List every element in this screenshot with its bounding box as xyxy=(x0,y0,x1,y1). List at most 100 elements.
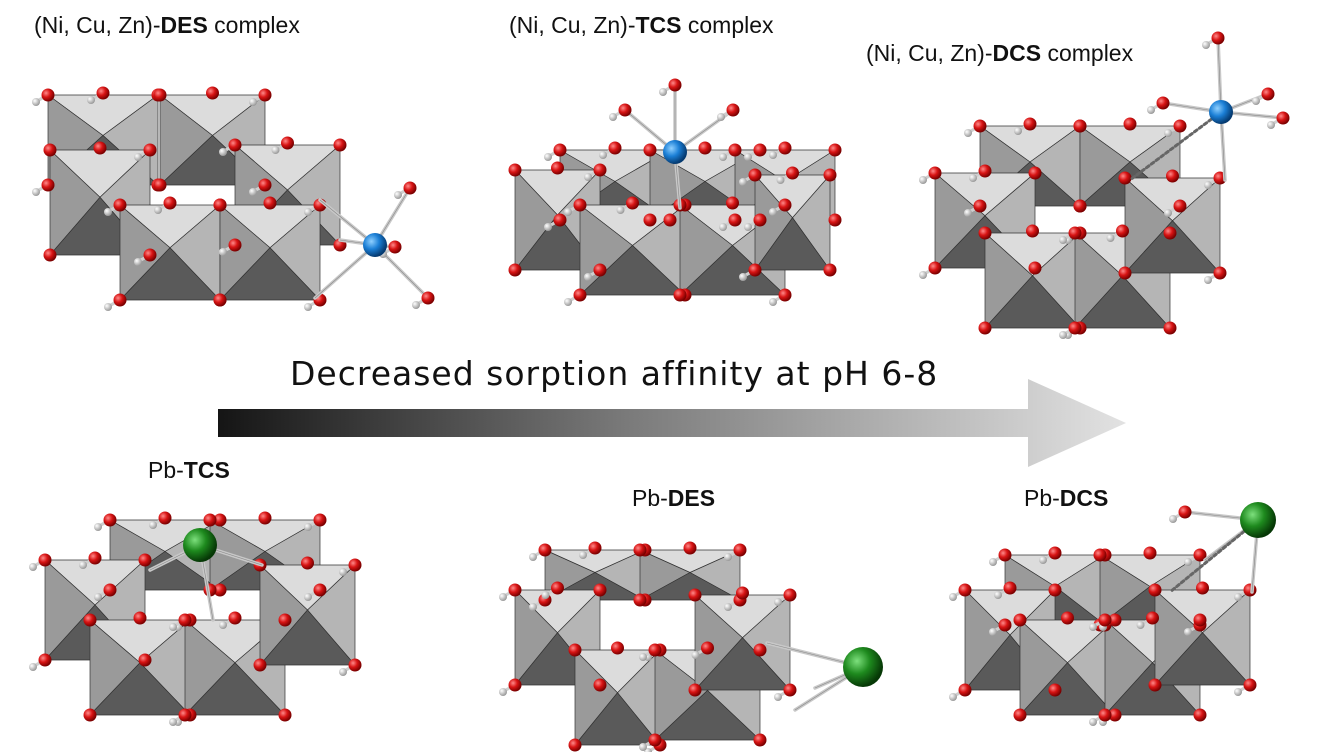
bond xyxy=(1128,110,1223,182)
oxygen-atom xyxy=(258,88,272,102)
hydrogen-atom xyxy=(1169,515,1177,523)
oxygen-atom xyxy=(138,653,152,667)
oxygen-atom xyxy=(83,613,97,627)
oxygen-atom xyxy=(38,553,52,567)
oxygen-atom xyxy=(688,588,702,602)
oxygen-atom xyxy=(958,583,972,597)
hydrogen-atom xyxy=(394,191,402,199)
oxygen-atom xyxy=(728,213,742,227)
hydrogen-atom xyxy=(1147,106,1155,114)
oxygen-atom xyxy=(701,641,714,655)
oxygen-atom xyxy=(508,678,522,692)
octahedron-face xyxy=(1124,220,1221,274)
hydrogen-atom xyxy=(304,593,312,601)
label-suffix: complex xyxy=(207,12,300,38)
hydrogen-atom xyxy=(32,188,40,196)
hydrogen-atom xyxy=(304,208,312,216)
hydrogen-atom xyxy=(1184,628,1192,636)
oxygen-atom xyxy=(403,181,417,195)
hydrogen-atom xyxy=(339,568,347,576)
oxygen-atom xyxy=(313,583,327,597)
oxygen-atom xyxy=(673,288,687,302)
hydrogen-atom xyxy=(1136,621,1145,629)
oxygen-atom xyxy=(568,738,582,752)
hydrogen-atom xyxy=(584,173,592,181)
oxygen-atom xyxy=(538,543,552,557)
oxygen-atom xyxy=(113,198,127,212)
oxygen-atom xyxy=(1213,266,1227,280)
octahedron-face xyxy=(984,275,1081,329)
oxygen-atom xyxy=(213,583,227,597)
oxygen-atom xyxy=(1108,708,1122,722)
oxygen-atom xyxy=(733,543,747,557)
oxygen-atom xyxy=(508,583,522,597)
oxygen-atom xyxy=(178,613,192,627)
oxygen-atom xyxy=(928,261,942,275)
oxygen-atom xyxy=(593,583,607,597)
oxygen-atom xyxy=(163,196,177,210)
hydrogen-atom xyxy=(964,209,972,217)
oxygen-atom xyxy=(103,583,117,597)
oxygen-atom xyxy=(213,293,227,307)
hydrogen-atom xyxy=(1202,41,1210,49)
label-prefix: Pb- xyxy=(148,457,184,483)
oxygen-atom xyxy=(228,138,242,152)
hydrogen-atom xyxy=(1039,556,1047,564)
label-bold: TCS xyxy=(635,12,682,38)
oxygen-atom xyxy=(978,321,992,335)
oxygen-atom xyxy=(778,288,792,302)
hydrogen-atom xyxy=(769,208,777,216)
oxygen-atom xyxy=(43,143,57,157)
hydrogen-atom xyxy=(304,303,312,311)
hydrogen-atom xyxy=(304,523,312,531)
hydrogen-atom xyxy=(1234,688,1242,696)
oxygen-atom xyxy=(688,683,702,697)
oxygen-atom xyxy=(553,143,567,157)
structure-dcs-complex xyxy=(919,31,1290,339)
structure-des-complex xyxy=(32,86,435,311)
octahedron-face xyxy=(219,247,321,301)
oxygen-atom xyxy=(313,513,327,527)
label-pb-dcs: Pb-DCS xyxy=(1024,485,1108,512)
oxygen-atom xyxy=(301,556,314,570)
oxygen-atom xyxy=(783,683,797,697)
oxygen-atom xyxy=(736,586,749,600)
hydrogen-atom xyxy=(724,553,732,561)
hydrogen-atom xyxy=(169,718,177,726)
oxygen-atom xyxy=(1118,171,1132,185)
oxygen-atom xyxy=(1196,581,1209,595)
oxygen-atom xyxy=(1023,117,1037,131)
hydrogen-atom xyxy=(529,603,537,611)
octahedron-face xyxy=(259,609,356,666)
hydrogen-atom xyxy=(271,146,280,154)
oxygen-atom xyxy=(41,178,55,192)
label-bold: DES xyxy=(667,485,716,511)
oxygen-atom xyxy=(643,143,657,157)
hydrogen-atom xyxy=(691,651,700,659)
label-prefix: (Ni, Cu, Zn)- xyxy=(866,40,993,66)
oxygen-atom xyxy=(1146,611,1159,625)
oxygen-atom xyxy=(593,263,607,277)
label-prefix: (Ni, Cu, Zn)- xyxy=(34,12,161,38)
hydrogen-atom xyxy=(739,178,747,186)
oxygen-atom xyxy=(608,141,622,155)
oxygen-atom xyxy=(626,196,639,210)
oxygen-atom xyxy=(1166,169,1179,183)
structure-pb-des xyxy=(499,541,883,752)
label-dcs-complex: (Ni, Cu, Zn)-DCS complex xyxy=(866,40,1133,67)
hydrogen-atom xyxy=(94,523,102,531)
oxygen-atom xyxy=(281,136,294,150)
hydrogen-atom xyxy=(774,693,782,701)
oxygen-atom xyxy=(778,198,792,212)
oxygen-atom xyxy=(998,618,1012,632)
label-prefix: Pb- xyxy=(632,485,668,511)
hydrogen-atom xyxy=(776,176,785,184)
hydrogen-atom xyxy=(1204,276,1212,284)
oxygen-atom xyxy=(258,511,272,525)
oxygen-atom xyxy=(1073,119,1087,133)
oxygen-atom xyxy=(618,103,632,117)
oxygen-atom xyxy=(648,643,662,657)
lead-ion xyxy=(1240,502,1276,538)
metal-ion xyxy=(1209,100,1233,124)
